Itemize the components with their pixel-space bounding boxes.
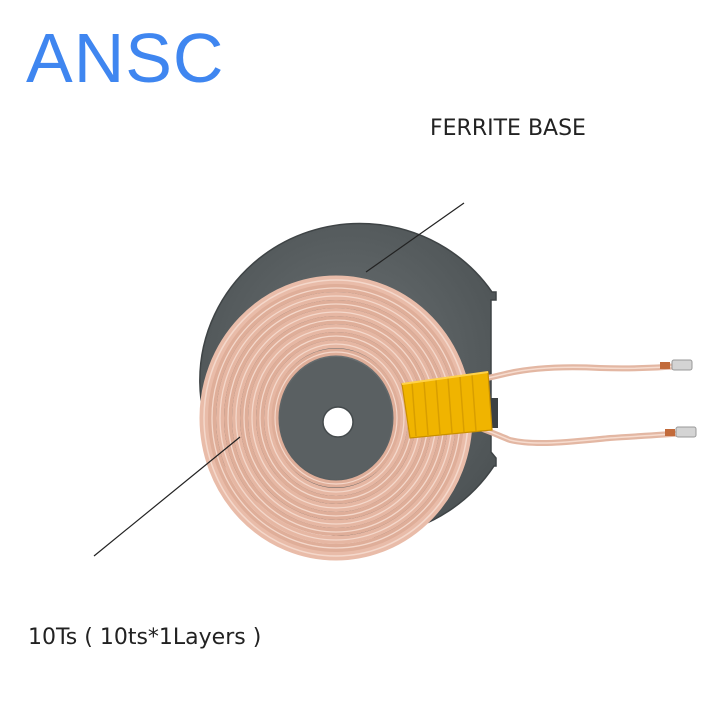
- coil-callout-line: [93, 436, 241, 557]
- center-hole: [322, 406, 354, 438]
- ferrite-callout-line: [365, 202, 465, 273]
- brand-logo: ANSC: [26, 19, 225, 97]
- ferrite-notch: [488, 398, 498, 428]
- wire-ends: [660, 359, 697, 438]
- turns-label: 10Ts ( 10ts*1Layers ): [28, 625, 262, 650]
- kapton-tape: [401, 371, 493, 439]
- ferrite-base-label: FERRITE BASE: [430, 116, 586, 141]
